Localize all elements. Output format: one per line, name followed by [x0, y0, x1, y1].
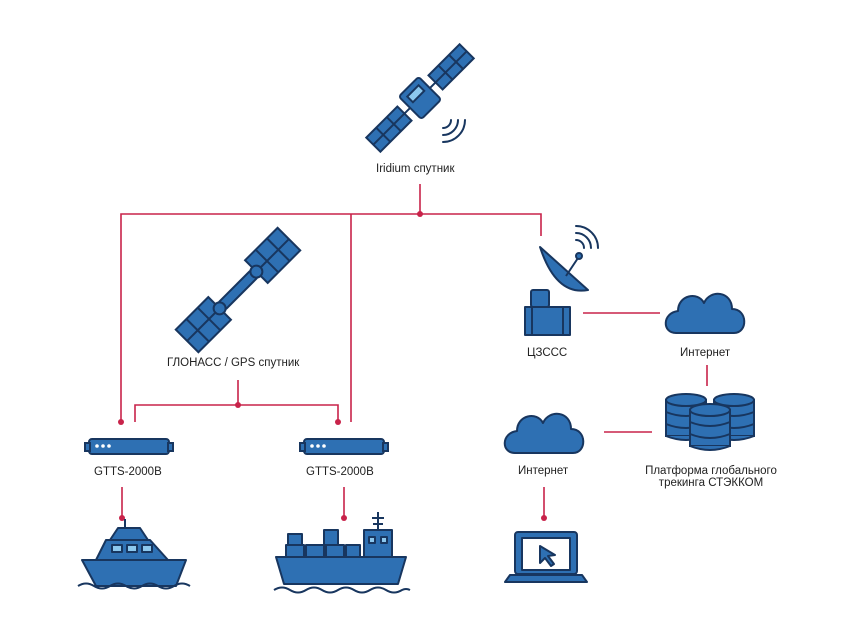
connection-lines [120, 184, 708, 518]
ground-station-label: ЦЗССС [527, 347, 568, 359]
terminal-right-label: GTTS-2000B [306, 466, 374, 478]
satellite-dish-icon [524, 225, 599, 336]
cargo-ship-icon [273, 512, 411, 594]
signal-waves [442, 119, 466, 143]
cloud-icon [664, 293, 746, 334]
satellite-icon [364, 42, 476, 154]
iridium-bus-line [120, 213, 542, 422]
iridium-satellite-label: Iridium спутник [376, 163, 455, 175]
database-icon [665, 393, 755, 451]
glonass-gps-satellite-label: ГЛОНАСС / GPS спутник [167, 357, 300, 369]
internet-top-label: Интернет [680, 347, 731, 359]
terminal-left-label: GTTS-2000B [94, 466, 162, 478]
yacht-icon [77, 519, 191, 590]
connection-dots [118, 211, 547, 521]
tracker-device-icon [299, 438, 389, 455]
platform-label-line1: Платформа глобального [645, 465, 777, 477]
platform-label-line2: трекинга СТЭККОМ [658, 477, 764, 489]
cloud-icon [503, 413, 585, 454]
platform-label: Платформа глобального трекинга СТЭККОМ [636, 465, 786, 489]
internet-bottom-label: Интернет [518, 465, 569, 477]
laptop-icon [504, 531, 588, 583]
tracker-device-icon [84, 438, 174, 455]
satellite-icon [174, 226, 302, 354]
